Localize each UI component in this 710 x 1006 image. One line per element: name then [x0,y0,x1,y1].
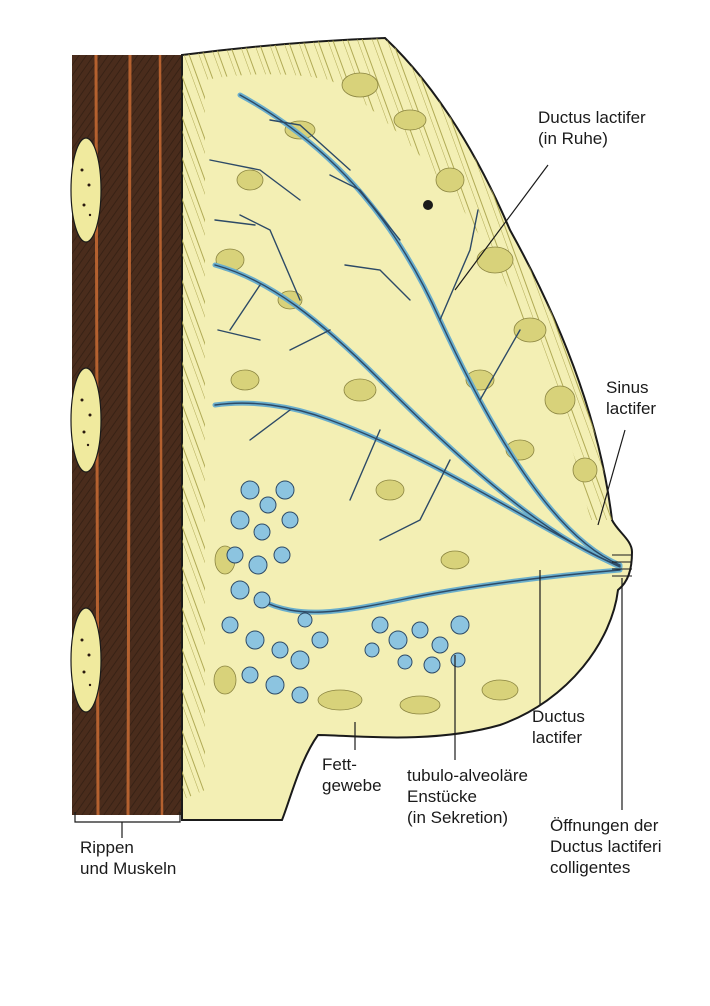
rib-section [70,607,102,713]
label-rippen-muskeln: Rippen und Muskeln [80,838,176,878]
alveolar-cluster [221,480,470,704]
breast-tissue [181,36,634,821]
label-ductus-lactifer-ruhe: Ductus lactifer (in Ruhe) [538,108,650,148]
label-ductus-lactifer: Ductus lactifer [532,707,590,747]
fat-layer [182,38,612,800]
leader-lines [74,164,626,838]
label-tubulo-alveolar: tubulo-alveoläre Enstücke (in Sekretion) [407,766,533,827]
rib-section [70,367,102,473]
label-oeffnungen: Öffnungen der Ductus lactiferi colligent… [550,816,666,877]
ductus-lactifer-resting [209,92,623,570]
tubulo-alveolar-endpieces [221,480,623,704]
rib-section [70,137,102,243]
labels: Ductus lactifer (in Ruhe) Sinus lactifer… [80,108,666,878]
chest-wall [70,54,182,816]
dark-spot [423,200,433,210]
label-fettgewebe: Fett- gewebe [322,755,382,795]
muscle-band [158,54,164,816]
nipple-openings [612,554,632,577]
label-sinus-lactifer: Sinus lactifer [606,378,656,418]
muscle-band [126,54,132,816]
rib-marrow-dots [80,168,92,687]
